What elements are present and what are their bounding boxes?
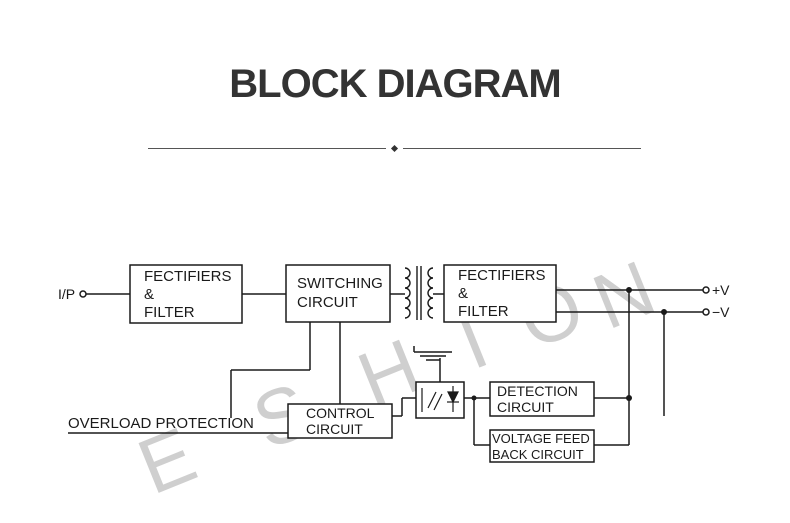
- junction-dots: [471, 287, 667, 401]
- block-label: FECTIFIERS: [458, 267, 546, 284]
- optocoupler-icon: [421, 386, 459, 412]
- title-divider-right: [403, 148, 641, 149]
- output-terminal-minus: [702, 308, 710, 316]
- optocoupler-block: [415, 381, 465, 419]
- watermark-letter: N: [581, 243, 666, 346]
- block-label: CIRCUIT: [297, 294, 358, 311]
- input-label: I/P: [58, 286, 75, 302]
- block-label: CIRCUIT: [306, 421, 363, 437]
- output-terminal-plus: [702, 286, 710, 294]
- transformer-icon: [404, 266, 434, 320]
- rectifier-output-block: [443, 264, 557, 323]
- page-title: BLOCK DIAGRAM: [229, 62, 561, 106]
- switching-circuit-block: [285, 264, 391, 323]
- block-label: CONTROL: [306, 405, 375, 421]
- block-label: DETECTION: [497, 383, 578, 399]
- block-label: CIRCUIT: [497, 399, 554, 415]
- rectifier-input-block: [129, 264, 243, 324]
- detection-circuit-block: [489, 381, 595, 417]
- voltage-feedback-block: [489, 429, 595, 463]
- block-label: FILTER: [144, 304, 195, 321]
- overload-protection-label: OVERLOAD PROTECTION: [68, 415, 254, 432]
- block-label: &: [458, 285, 468, 302]
- title-divider-left: [148, 148, 386, 149]
- block-label: &: [144, 286, 154, 303]
- output-minus-label: −V: [712, 304, 730, 320]
- block-label: VOLTAGE FEED: [492, 431, 590, 446]
- input-terminal: [79, 290, 87, 298]
- output-plus-label: +V: [712, 282, 730, 298]
- control-circuit-block: [287, 403, 393, 439]
- block-label: SWITCHING: [297, 275, 383, 292]
- block-label: BACK CIRCUIT: [492, 447, 584, 462]
- block-label: FILTER: [458, 303, 509, 320]
- block-label: FECTIFIERS: [144, 268, 232, 285]
